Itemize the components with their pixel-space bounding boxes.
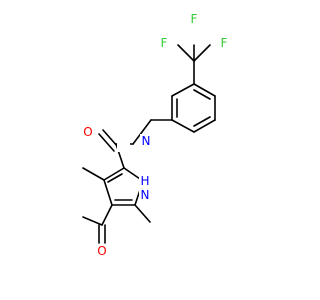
- bond-carbonyl-o-b: [98, 133, 115, 152]
- bond-pyrrole-c2-c3-inner: [107, 173, 123, 183]
- atom-n-amide: N: [142, 134, 151, 148]
- bond-pyrrole-c3-c4: [103, 179, 113, 206]
- bond-c3-methyl: [82, 167, 105, 181]
- bond-c4-acetyl: [101, 204, 113, 226]
- bond-cf3-f-left: [177, 44, 195, 62]
- bond-ring-6: [193, 83, 216, 97]
- bond-ch2-n: [132, 119, 152, 145]
- bond-ring-3: [171, 119, 195, 133]
- bond-cf3-f-right: [193, 44, 211, 62]
- atom-o-acetyl: O: [97, 244, 106, 258]
- bond-c5-methyl: [134, 204, 151, 223]
- bond-ring-inner-3: [193, 89, 211, 100]
- bond-ring-inner-2: [193, 116, 211, 127]
- bond-acetyl-methyl: [82, 216, 103, 226]
- atom-f-right: F: [221, 36, 228, 50]
- bond-pyrrole-c2-c3: [103, 167, 125, 181]
- atom-o-amide: O: [83, 125, 92, 139]
- bond-ring-1: [171, 83, 195, 97]
- atom-n-pyrrole: N: [141, 188, 150, 202]
- bond-ring-4: [193, 119, 216, 133]
- atom-h-pyrrole: H: [140, 174, 149, 188]
- atom-f-left: F: [161, 36, 168, 50]
- atom-f-top: F: [191, 12, 198, 26]
- molecule-structure: F F F O N H N H O: [82, 12, 228, 258]
